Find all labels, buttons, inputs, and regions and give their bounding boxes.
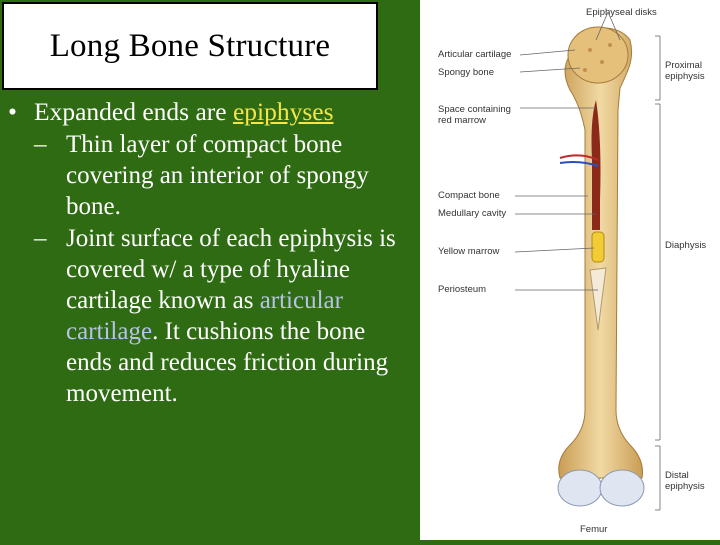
label-yellow-marrow: Yellow marrow — [438, 246, 500, 257]
label-femur: Femur — [580, 524, 608, 535]
label-epiphyseal-disks: Epiphyseal disks — [586, 7, 657, 18]
label-periosteum: Periosteum — [438, 284, 487, 295]
label-proximal-line1: Proximal — [665, 60, 702, 71]
distal-condyle-right — [599, 469, 645, 507]
periosteum-flap — [589, 267, 607, 331]
label-red-marrow-line2: red marrow — [438, 115, 487, 126]
yellow-marrow — [591, 231, 605, 263]
blood-vessel-blue — [559, 161, 599, 167]
bullet-epiphyses: • Expanded ends are epiphyses — [8, 96, 418, 128]
label-diaphysis: Diaphysis — [665, 240, 707, 251]
label-articular-cartilage: Articular cartilage — [438, 49, 512, 60]
term-epiphyses: epiphyses — [232, 97, 334, 126]
spongy-bone-dot — [600, 60, 604, 64]
femur-figure: Epiphyseal disks Articular cartilage Spo… — [420, 0, 720, 540]
label-proximal-line2: epiphysis — [665, 71, 705, 82]
blood-vessel-red — [559, 154, 599, 161]
sub-bullet-dash: – — [34, 131, 47, 158]
sub-bullet-dash: – — [34, 225, 47, 252]
title-box: Long Bone Structure — [2, 2, 378, 90]
label-red-marrow-line1: Space containing — [438, 104, 511, 115]
bullet-mark: • — [8, 97, 17, 126]
sub-bullet-compact-bone: – Thin layer of compact bone covering an… — [34, 129, 418, 222]
label-distal-line2: epiphysis — [665, 481, 705, 492]
label-medullary-cavity: Medullary cavity — [438, 208, 507, 219]
femoral-head — [567, 26, 629, 84]
sub-bullet-articular-cartilage: – Joint surface of each epiphysis is cov… — [34, 223, 418, 409]
sub-bullet-text: Joint surface of each epiphysis is cover… — [66, 223, 406, 409]
slide-body: • Expanded ends are epiphyses – Thin lay… — [8, 96, 418, 409]
term-articular-cartilage: articular cartilage — [66, 287, 343, 345]
label-distal-line1: Distal — [665, 470, 689, 481]
sub-bullet-text: Thin layer of compact bone covering an i… — [66, 131, 369, 220]
bullet-prefix: Expanded ends are — [34, 97, 233, 126]
label-compact-bone: Compact bone — [438, 190, 500, 201]
sub2-before: Joint surface of each epiphysis is cover… — [66, 225, 396, 314]
distal-condyle-left — [557, 469, 603, 507]
bullet-text: Expanded ends are epiphyses — [34, 96, 334, 128]
spongy-bone-dot — [608, 43, 612, 47]
label-spongy-bone: Spongy bone — [438, 67, 494, 78]
spongy-bone-dot — [583, 68, 587, 72]
sub2-after: . It cushions the bone ends and reduces … — [66, 318, 389, 407]
spongy-bone-dot — [588, 48, 592, 52]
slide-title: Long Bone Structure — [49, 27, 331, 64]
femur-illustration — [514, 11, 661, 511]
